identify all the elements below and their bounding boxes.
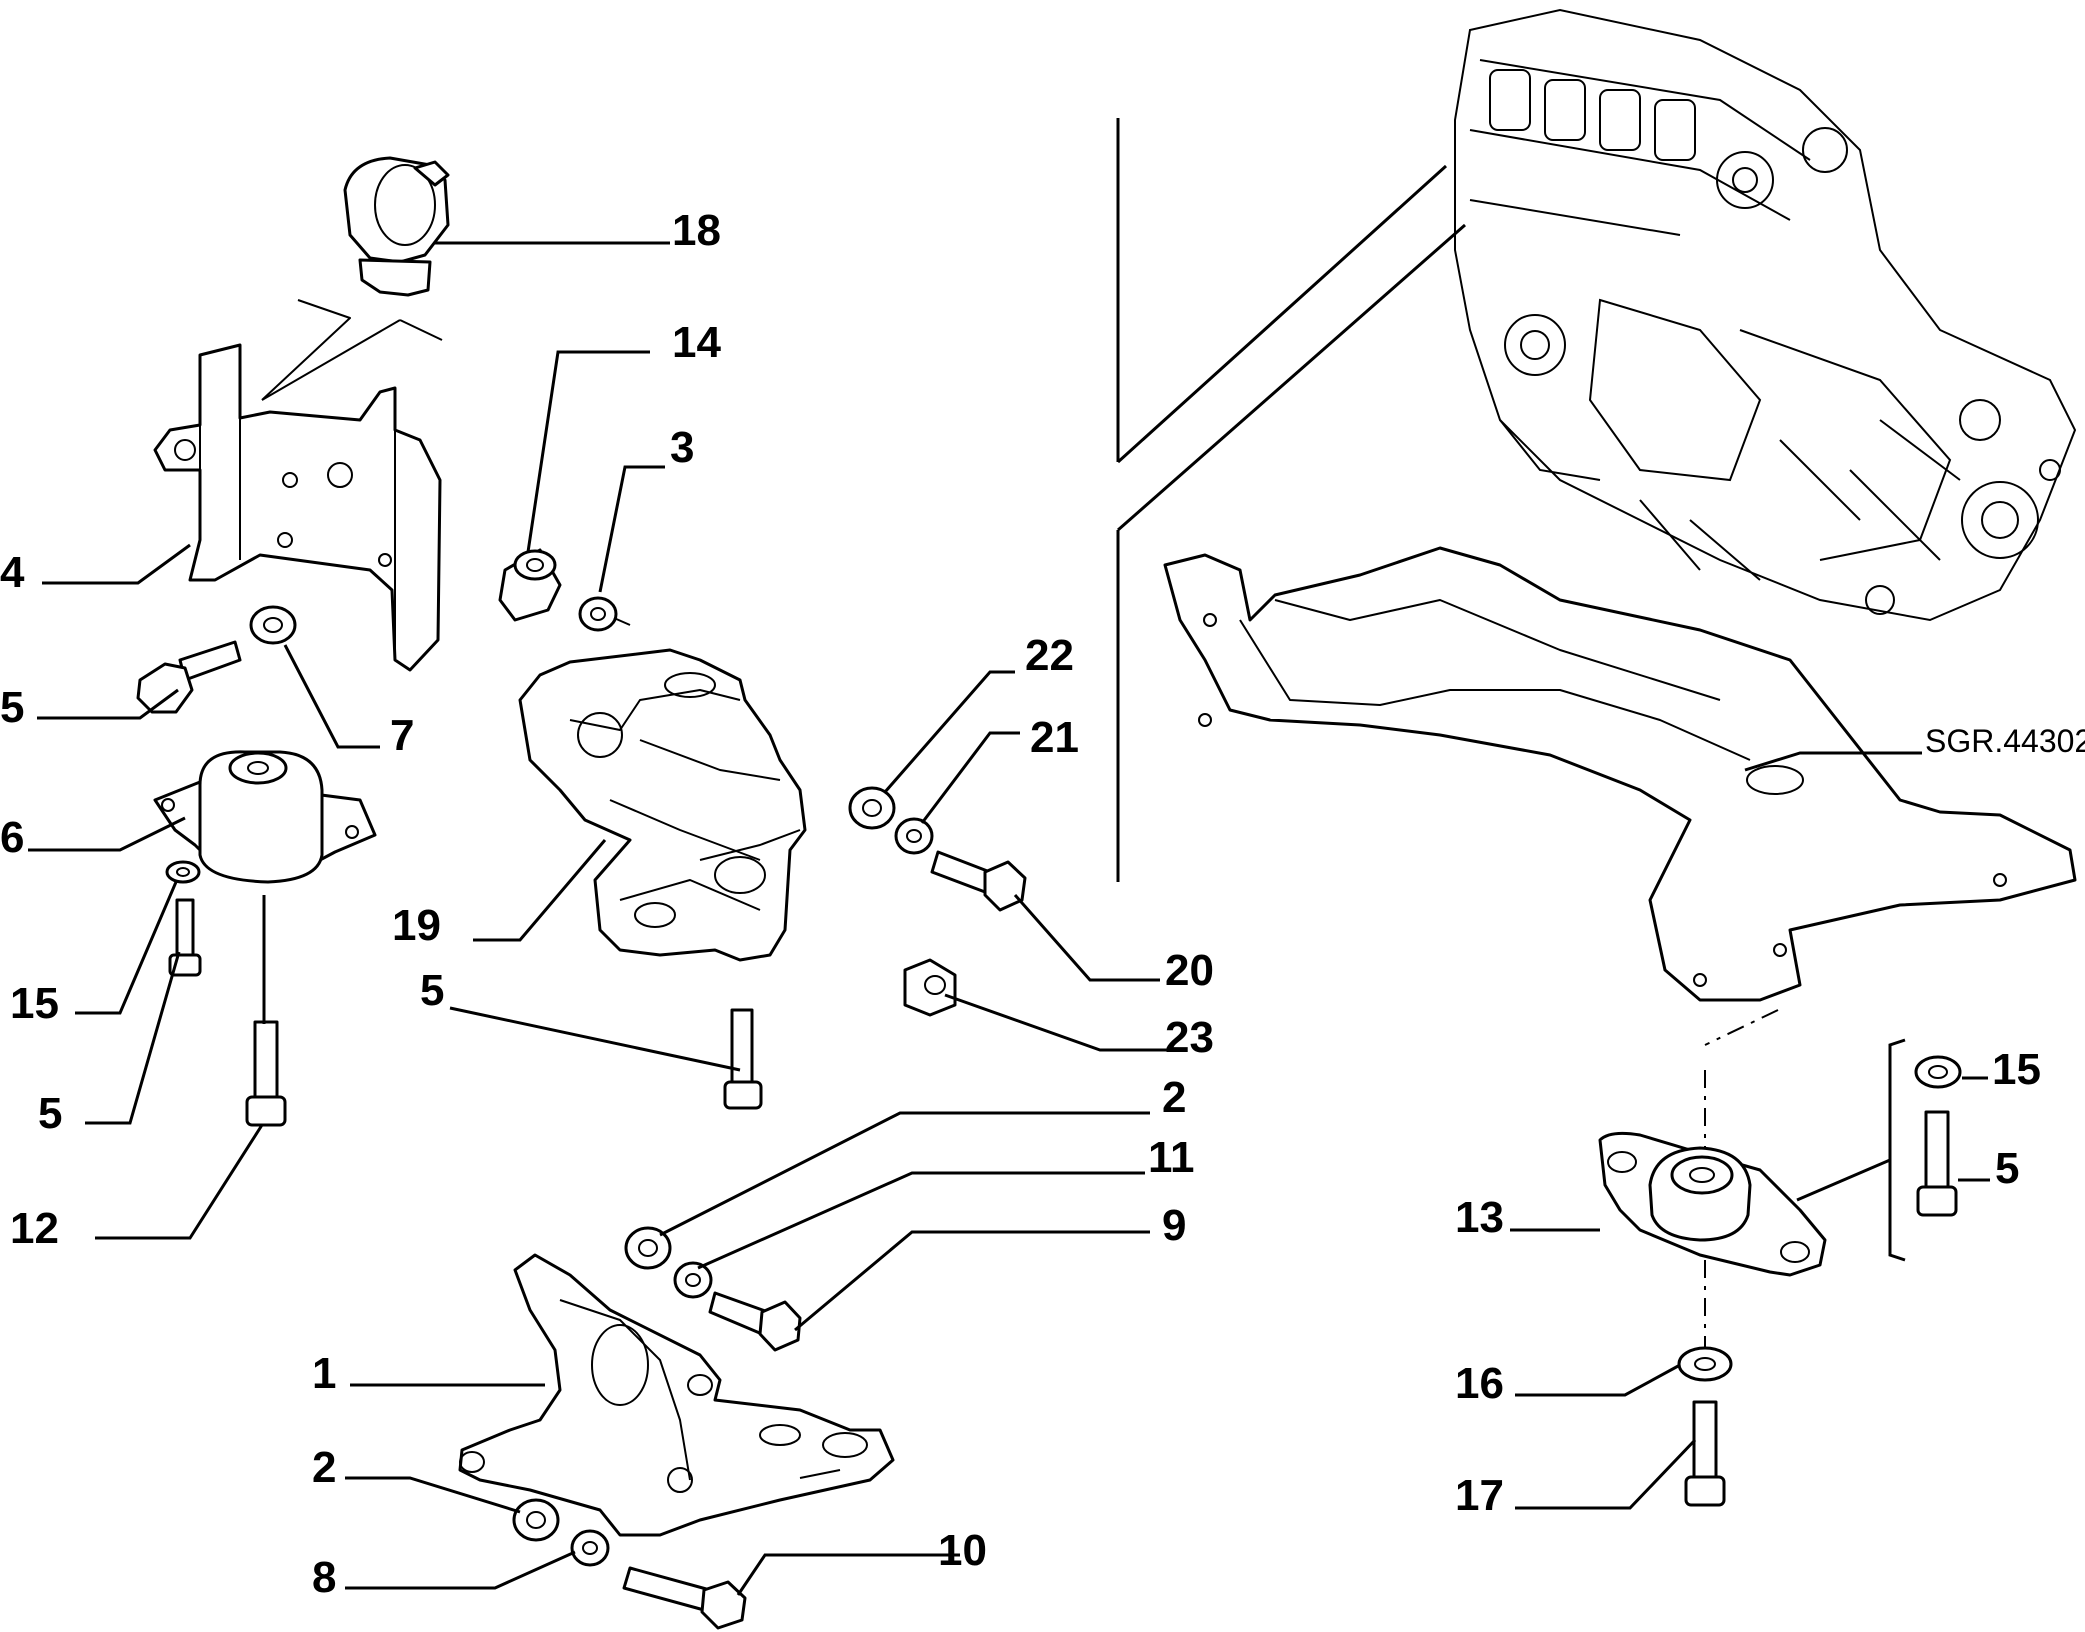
part-5-bolt-center [723,1008,763,1110]
part-22-washer [848,786,896,830]
part-5-bolt-left [136,640,242,714]
callout-19: 19 [392,901,441,950]
callout-9: 9 [1162,1201,1186,1250]
part-5-bolt-right [1916,1110,1958,1217]
callout-3: 3 [670,423,694,472]
callout-11: 11 [1148,1133,1195,1182]
callout-5-right: 5 [1995,1144,2019,1193]
part-20-bolt [930,850,1027,912]
callout-15-right: 15 [1992,1045,2041,1094]
part-18-grommet [343,156,450,297]
part-2-washer-upper [624,1226,672,1270]
callout-5-center: 5 [420,966,444,1015]
part-11-washer [673,1261,713,1299]
callout-20: 20 [1165,946,1214,995]
callout-17: 17 [1455,1471,1504,1520]
subframe-crossmember [1163,546,2077,1002]
callout-21: 21 [1030,713,1079,762]
callout-23: 23 [1165,1013,1214,1062]
callout-6: 6 [0,813,24,862]
callout-5-left: 5 [0,683,24,732]
part-19-mount-bracket [518,648,807,962]
callout-labels: 18 14 3 4 5 7 6 15 5 12 19 5 22 21 20 23… [0,206,2085,1602]
callout-12: 12 [10,1204,59,1253]
callout-16: 16 [1455,1359,1504,1408]
callout-1: 1 [312,1349,336,1398]
part-9-bolt [708,1291,802,1352]
callout-4: 4 [0,548,25,597]
part-4-bracket [153,299,443,672]
part-15-washer-right [1914,1055,1962,1089]
engine-gearbox-assembly [1454,8,2077,622]
part-21-washer [894,817,934,855]
part-14-bushing [498,548,562,622]
callout-8: 8 [312,1553,336,1602]
part-23-nut [903,958,957,1017]
diagram-reference-code: SGR.44302 [1925,723,2085,759]
callout-15-left: 15 [10,979,59,1028]
callout-7: 7 [390,711,414,760]
callout-13: 13 [1455,1193,1504,1242]
callout-18: 18 [672,206,721,255]
callout-2-lower: 2 [312,1443,336,1492]
part-1-bracket [458,1253,895,1537]
part-8-washer [570,1529,610,1567]
part-15-washer-left [165,860,201,884]
callout-10: 10 [938,1526,987,1575]
leader-lines [28,241,1990,1596]
callout-5-left-small: 5 [38,1089,62,1138]
part-17-bolt [1684,1400,1726,1507]
group-bracket-right [1796,1038,1906,1262]
part-3-washer [578,596,631,632]
part-12-bolt [245,1020,287,1127]
part-16-washer [1677,1346,1733,1382]
part-10-bolt [622,1566,747,1630]
part-13-gearbox-mount [1598,1131,1827,1277]
part-2-washer-lower [512,1498,560,1542]
callout-14: 14 [672,318,721,367]
part-7-washer [249,605,297,645]
callout-22: 22 [1025,631,1074,680]
part-6-engine-mount [153,750,377,884]
callout-2-upper: 2 [1162,1073,1186,1122]
